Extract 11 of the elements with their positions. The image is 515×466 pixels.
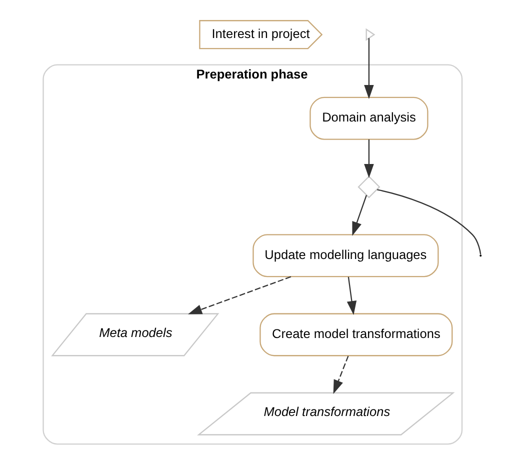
- arrow: [352, 194, 368, 236]
- arrow: [364, 38, 374, 98]
- node-diamond: [358, 175, 380, 198]
- arrow: [333, 355, 349, 394]
- connector: [377, 188, 482, 254]
- arrow: [188, 276, 292, 314]
- node-box: Update modelling languages: [252, 234, 439, 277]
- arrow: [346, 276, 357, 314]
- node-box: Domain analysis: [310, 96, 428, 140]
- arrow: [364, 138, 374, 178]
- node-box: Create model transformations: [260, 312, 453, 356]
